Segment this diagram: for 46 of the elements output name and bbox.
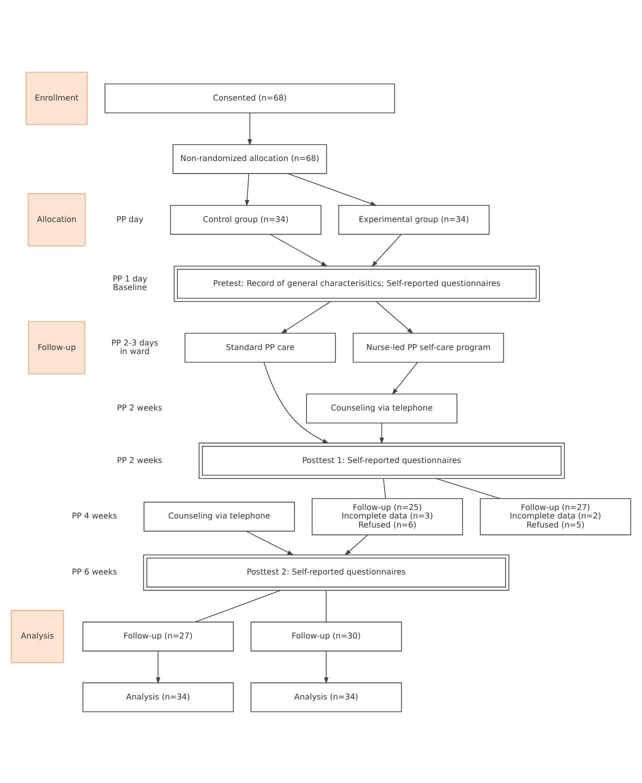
node-box: Follow-up (n=25) Incomplete data (n=3) Refused (n=6): [312, 498, 463, 535]
node-box: Nurse-led PP self-care program: [352, 332, 504, 362]
node-box: Follow-up: [28, 320, 86, 374]
node-box: Analysis (n=34): [82, 682, 234, 712]
label: PP day: [116, 214, 144, 224]
arrow: [244, 172, 250, 206]
arrow: [392, 361, 418, 394]
connector: [436, 478, 501, 498]
node-box: Follow-up (n=27): [82, 621, 234, 651]
connector: [194, 589, 281, 622]
arrow: [376, 300, 414, 334]
node-box: Follow-up (n=27) Incomplete data (n=2) Refused (n=5): [480, 498, 632, 535]
node-box: Analysis (n=34): [250, 682, 402, 712]
label: PP 2 weeks: [116, 403, 162, 412]
node-box: Non-randomized allocation (n=68): [172, 144, 328, 174]
node-box: Control group (n=34): [170, 204, 322, 234]
node-box: Standard PP care: [184, 332, 336, 362]
node-box: Posttest 1: Self-reported questionnaires: [198, 442, 565, 478]
arrow: [280, 300, 331, 334]
arrow: [156, 650, 160, 684]
arrow: [246, 530, 294, 555]
arrow: [264, 361, 329, 444]
label: PP 6 weeks: [72, 567, 118, 576]
arrow: [379, 422, 384, 444]
node-box: Pretest: Record of general characterisitics; Self-reported questionnaires: [174, 265, 540, 302]
node-box: Enrollment: [26, 71, 88, 124]
arrow: [344, 534, 368, 556]
node-box: Follow-up (n=30): [250, 621, 402, 651]
label: PP 2-3 days in ward: [111, 338, 158, 356]
arrow: [248, 112, 252, 146]
node-box: Experimental group (n=34): [338, 204, 490, 234]
label: PP 2 weeks: [116, 455, 162, 464]
node-box: Counseling via telephone: [306, 393, 458, 423]
label: PP 1 day Baseline: [112, 274, 148, 292]
node-box: Allocation: [28, 192, 86, 246]
connector: [383, 478, 386, 498]
arrow: [270, 233, 328, 266]
node-box: Analysis: [10, 610, 64, 663]
label: PP 4 weeks: [72, 511, 118, 520]
connector: [326, 590, 327, 622]
node-box: Counseling via telephone: [144, 501, 295, 532]
arrow: [324, 650, 328, 684]
arrow: [287, 172, 377, 206]
node-box: Consented (n=68): [104, 82, 396, 113]
node-box: Posttest 2: Self-reported questionnaires: [143, 554, 510, 590]
arrow: [371, 234, 402, 266]
